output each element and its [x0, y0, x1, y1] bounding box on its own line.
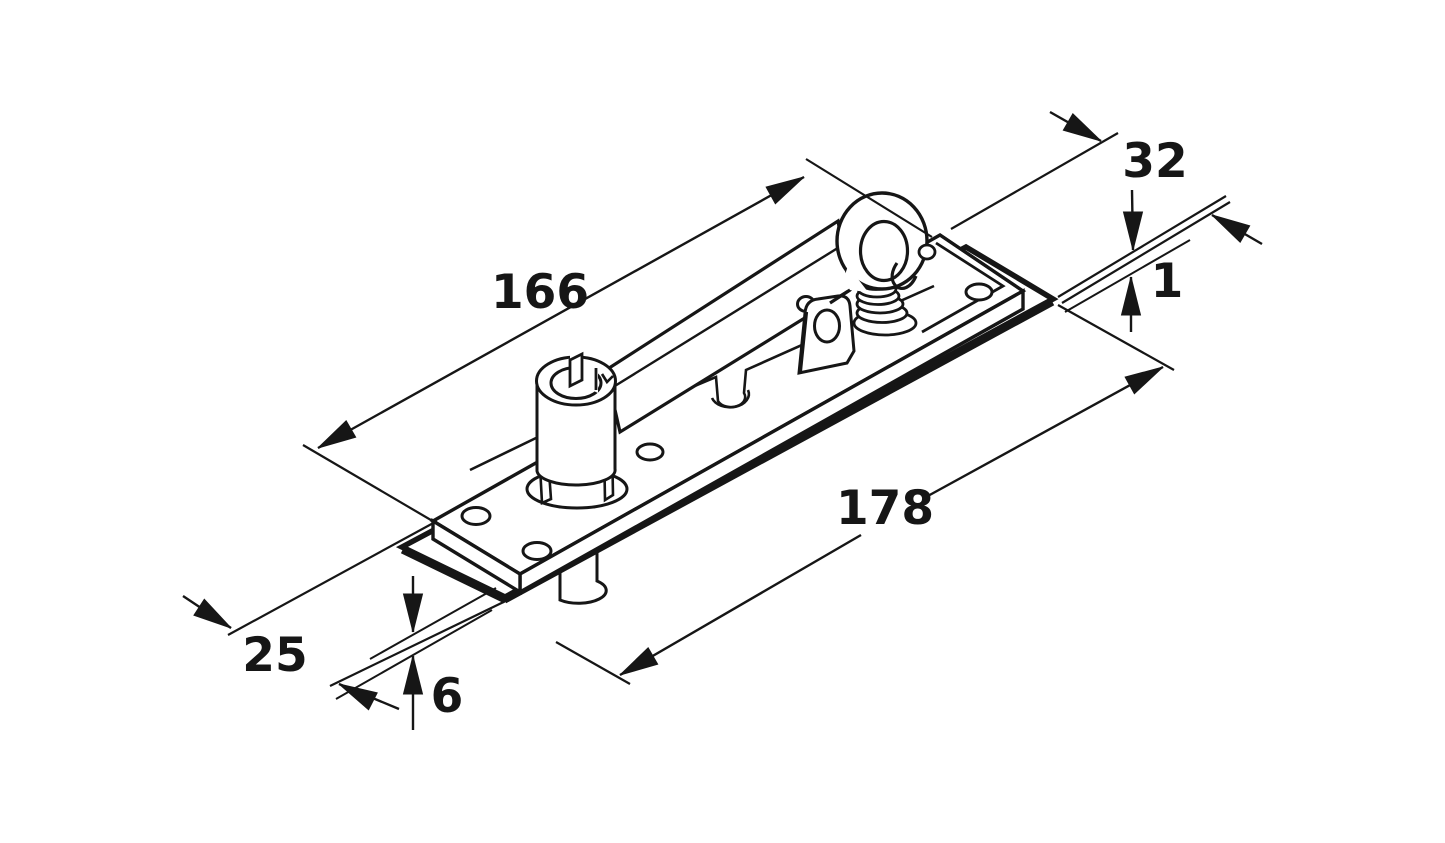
strap-chamfer-line	[921, 241, 1006, 334]
strap-notch-round-cutout	[710, 389, 751, 409]
dim-166-ext-right	[805, 158, 933, 238]
dim-178-line-right	[925, 365, 1164, 499]
arrowhead	[614, 647, 659, 684]
arrowhead	[403, 655, 423, 695]
dim-178-ext-left	[555, 641, 631, 685]
strap-right-end-edges	[939, 233, 1025, 308]
bushing-cylinder-body	[535, 378, 617, 487]
catch-tab-hole	[813, 308, 841, 344]
dimension-label-1: 1	[1151, 254, 1184, 309]
dimension-6	[335, 576, 497, 730]
arrowhead	[193, 598, 237, 637]
dim-166-line	[317, 175, 805, 450]
hook-end-bump	[917, 243, 937, 261]
arrowhead	[765, 168, 810, 205]
dim-6-ext-bottom	[335, 609, 493, 700]
catch-tab	[796, 294, 856, 375]
dim-32-ext-back	[950, 132, 1119, 230]
dimension-32	[950, 110, 1263, 246]
lever-arm-inner-edge	[609, 244, 842, 391]
dim-1-ext-line	[1064, 239, 1191, 313]
cover-edge-extension-top	[1057, 195, 1227, 298]
dimension-label-178: 178	[836, 481, 934, 536]
dimension-label-25: 25	[242, 628, 307, 683]
cover-plate-front-bottom-edge	[503, 300, 1055, 604]
catch-tab-side-edge	[799, 311, 809, 372]
arrowhead	[312, 420, 357, 457]
screw-hole-right	[964, 282, 994, 302]
spindle-bushing	[525, 351, 629, 510]
dim-25-ext-back	[227, 520, 438, 636]
dimension-178	[555, 304, 1175, 685]
strap-recess-line-left	[469, 436, 537, 472]
lever-arm-edge-at-eye	[829, 288, 851, 305]
cover-edge-extension-bottom	[1061, 201, 1231, 304]
arrowhead	[403, 593, 423, 633]
arrowhead	[1123, 211, 1143, 251]
dim-178-line-left	[619, 533, 862, 677]
screw-hole-back-left	[460, 506, 492, 526]
dimension-label-6: 6	[431, 669, 464, 724]
eye-ring-opening	[840, 266, 868, 292]
hook-tip	[890, 262, 918, 290]
dimension-166	[302, 158, 933, 524]
eye-inner-hole	[858, 219, 910, 283]
bushing-slot-wall	[568, 351, 584, 389]
dim-25-ext-front	[329, 595, 517, 687]
dim-178-ext-right	[1057, 304, 1175, 371]
dim-166-ext-left	[302, 444, 437, 524]
eye-hook	[829, 191, 937, 305]
dimension-25	[182, 520, 517, 711]
strap-left-end-face	[431, 517, 522, 596]
bushing-rim-notch	[600, 373, 614, 385]
dimension-1	[1057, 189, 1231, 332]
arrowhead	[1121, 276, 1141, 316]
dim-6-ext-top	[369, 587, 497, 660]
screw-hole-middle	[635, 442, 665, 462]
screw-hole-front-left	[521, 541, 553, 561]
dimension-label-32: 32	[1122, 134, 1187, 189]
dimension-label-166: 166	[491, 265, 589, 320]
